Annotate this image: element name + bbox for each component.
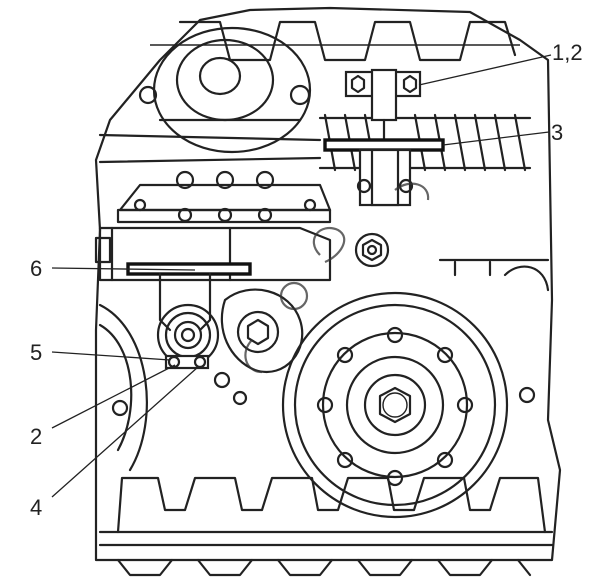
leader-3 (442, 131, 550, 146)
callout-6: 6 (30, 256, 42, 281)
callout-5: 5 (30, 340, 42, 365)
left-wheel-arc-inner (98, 323, 133, 452)
frame-bolt-left (111, 399, 129, 417)
bracket-assembly (116, 170, 332, 224)
pivot-nut (354, 232, 390, 268)
leader-5 (51, 351, 171, 361)
leader-lines (51, 54, 552, 498)
part-5-bracket (164, 354, 210, 370)
housing-outline (94, 6, 562, 562)
leader-4 (51, 366, 199, 498)
watermark (244, 182, 430, 374)
left-wheel-arc (98, 303, 148, 472)
part-3-plate (323, 138, 445, 207)
cam-wheel (220, 288, 304, 373)
leader-2 (51, 364, 176, 429)
callout-2: 2 (30, 424, 42, 449)
right-frame-detail (438, 258, 550, 292)
drive-wheel (281, 291, 509, 519)
frame-bolt-right (518, 386, 536, 404)
top-idler-roller (138, 26, 312, 154)
frame-bolt-mid-2 (232, 390, 248, 406)
top-track (150, 20, 520, 62)
frame-beam-upper (98, 133, 322, 142)
drive-wheel-bolts (316, 326, 474, 487)
leader-6 (51, 267, 196, 271)
callout-labels: 1,2 3 6 5 2 4 (30, 40, 583, 520)
part-1-2-clamp (344, 68, 422, 147)
callout-1-2: 1,2 (552, 40, 583, 65)
part-6-plate (126, 262, 252, 332)
leader-1-2 (418, 54, 552, 86)
callout-3: 3 (551, 120, 563, 145)
callout-4: 4 (30, 495, 42, 520)
bottom-track (98, 476, 554, 577)
frame-bolt-mid (213, 371, 231, 389)
frame-beam-lower (98, 156, 322, 164)
